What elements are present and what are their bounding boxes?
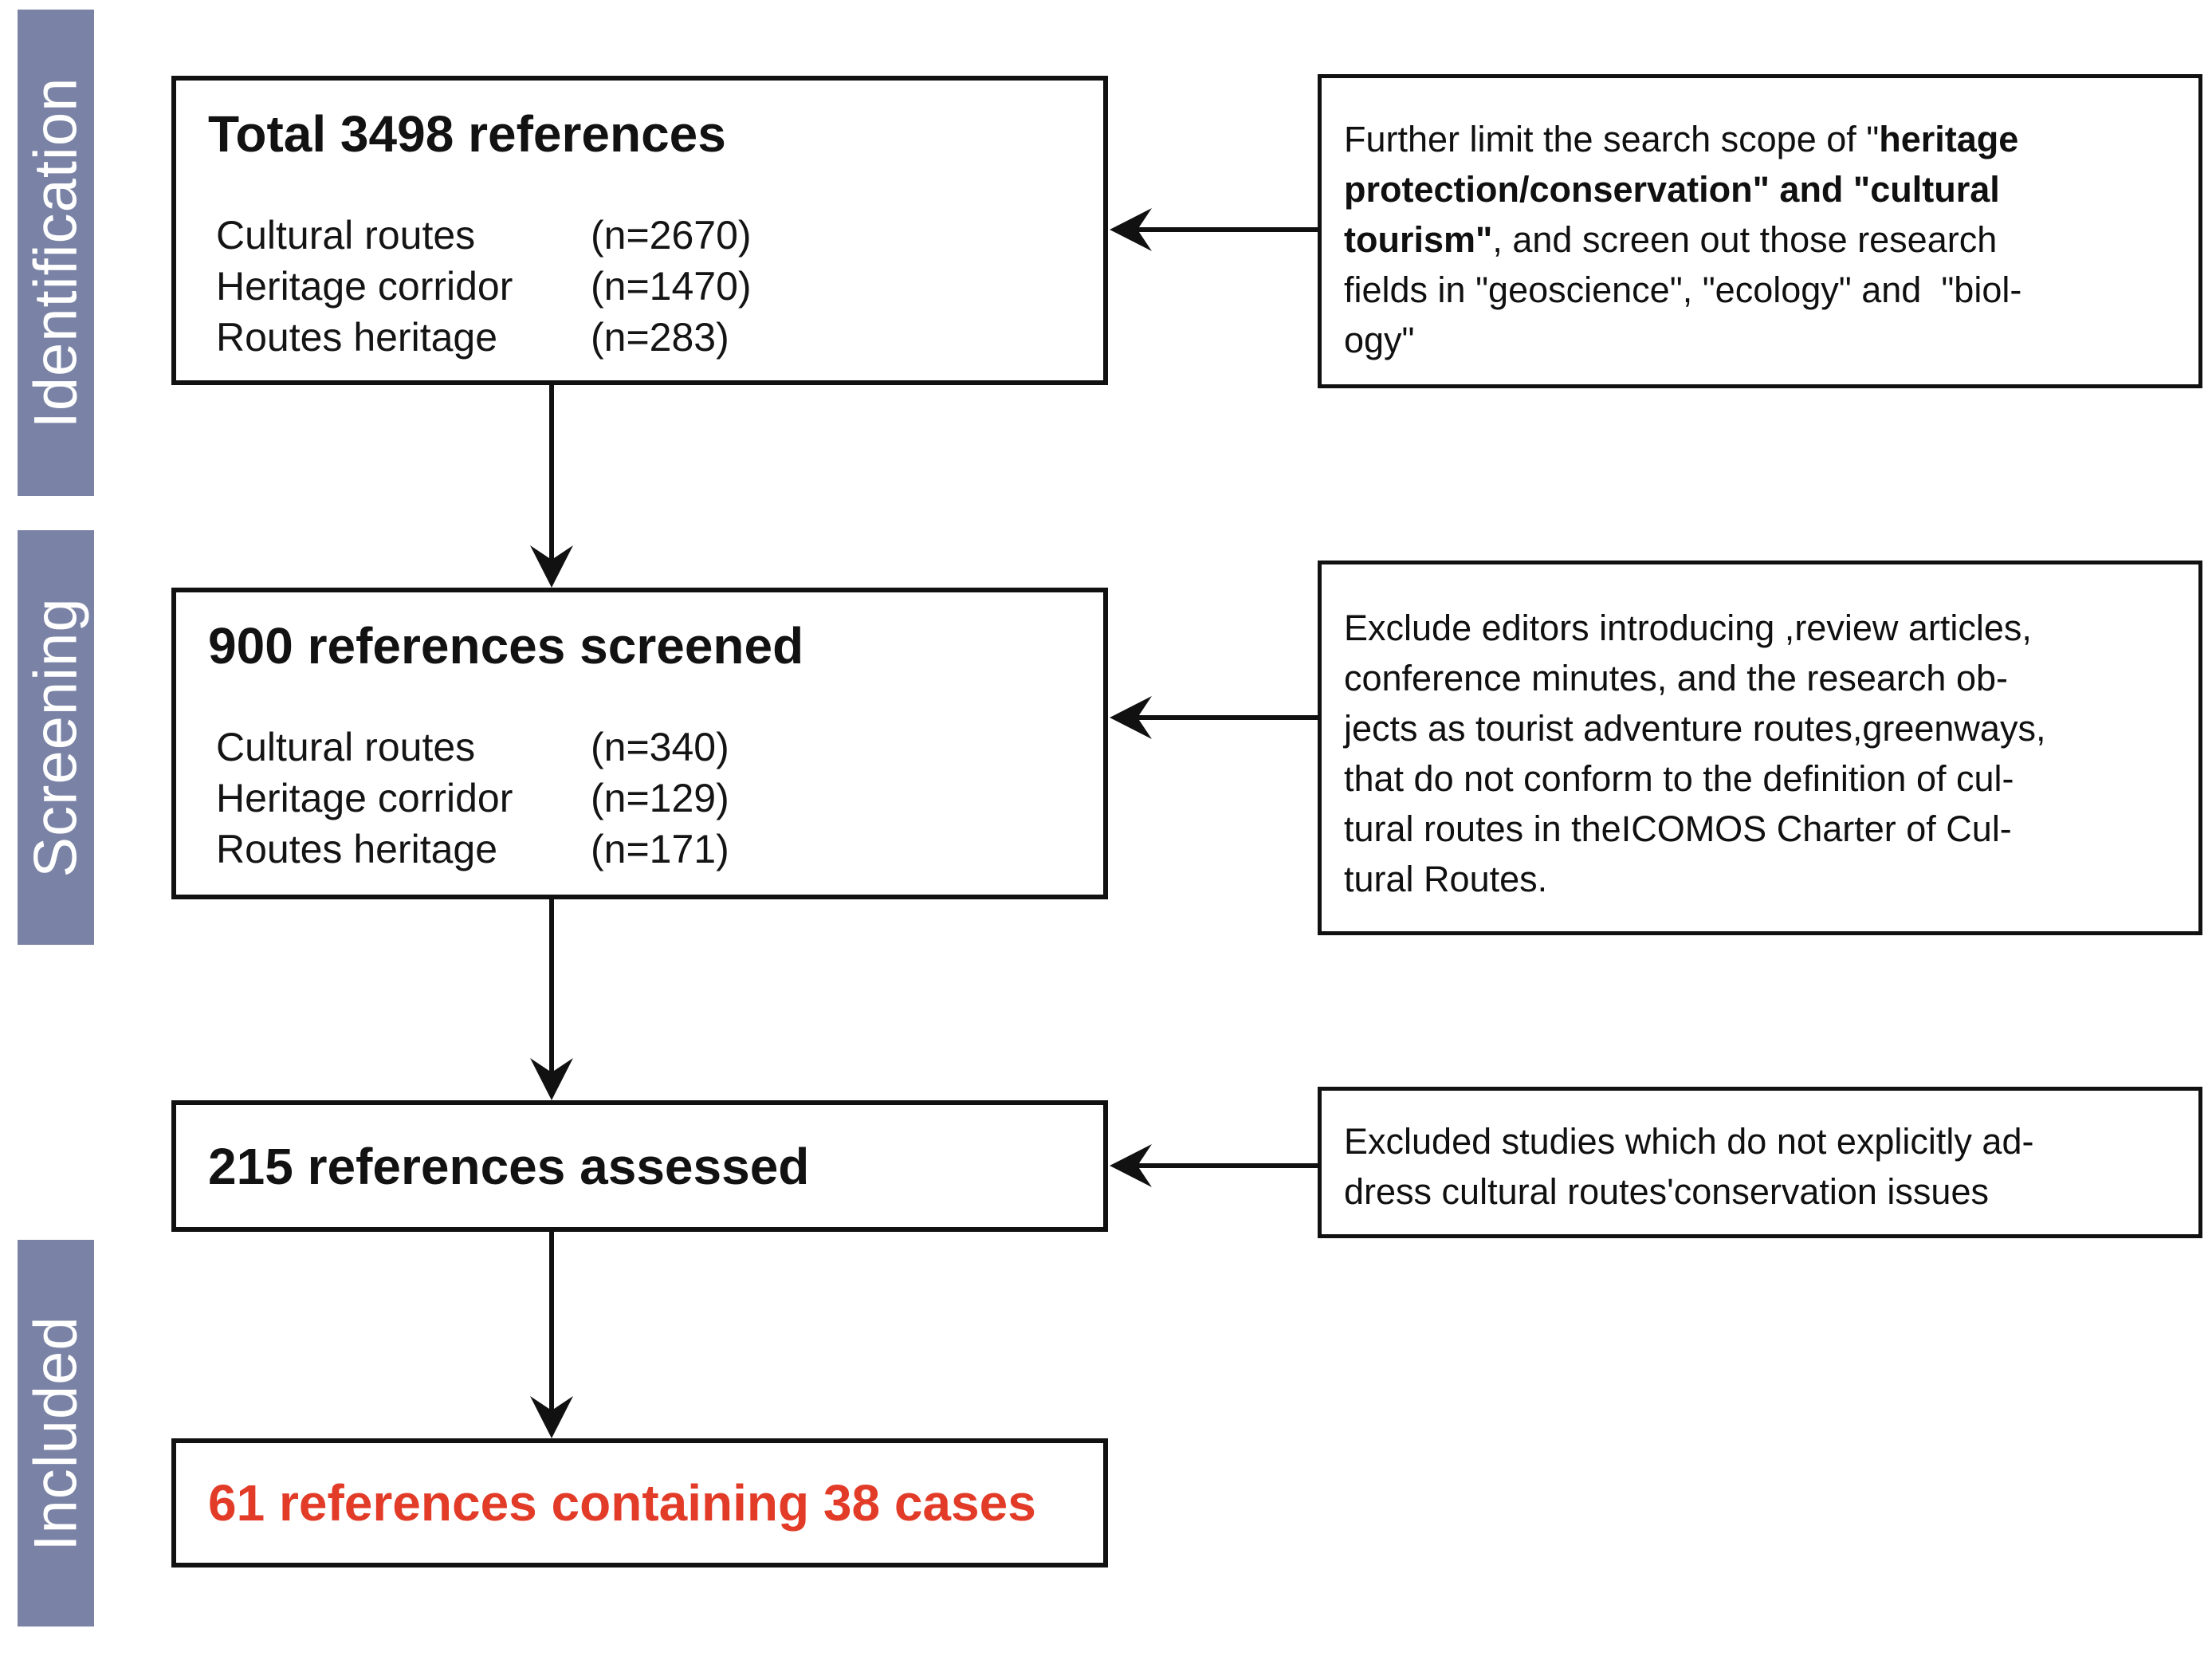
reference-source-label: Cultural routes <box>216 725 476 769</box>
reference-count-row: Routes heritage (n=283) <box>216 312 1087 363</box>
arrow-down-box3-to-box4 <box>530 1232 573 1438</box>
arrow-down-box1-to-box2 <box>530 385 573 588</box>
reference-count-value: (n=1470) <box>591 264 752 309</box>
stage-screening-label: Screening <box>22 597 90 878</box>
reference-count-row: Routes heritage (n=171) <box>216 824 1087 875</box>
stage-identification: Identification <box>18 10 94 496</box>
flow-box-total-references: Total 3498 references Cultural routes (n=… <box>171 76 1108 385</box>
note-line: dress cultural routes'conservation issue… <box>1344 1171 1989 1212</box>
flow-box1-list: Cultural routes(n=2670)Heritage corridor… <box>216 210 1087 363</box>
reference-count-value: (n=2670) <box>591 213 752 258</box>
arrow-left-note1-to-box1 <box>1110 208 1318 251</box>
reference-source-label: Heritage corridor <box>216 776 513 820</box>
note-line: jects as tourist adventure routes,greenw… <box>1344 708 2046 749</box>
note-line: Excluded studies which do not explicitly… <box>1344 1121 2034 1162</box>
stage-screening: Screening <box>18 530 94 945</box>
note-line: that do not conform to the definition of… <box>1344 758 2014 799</box>
note-line: tural Routes. <box>1344 859 1548 899</box>
note-line: tourism", and screen out those research <box>1344 219 1998 260</box>
reference-count-value: (n=340) <box>591 725 729 769</box>
flow-box1-title: Total 3498 references <box>208 105 726 163</box>
flow-box-included-references: 61 references containing 38 cases <box>171 1438 1108 1567</box>
stage-included-label: Included <box>22 1315 90 1552</box>
flow-box-references-screened: 900 references screened Cultural routes (… <box>171 588 1108 899</box>
reference-source-label: Routes heritage <box>216 315 498 360</box>
reference-count-row: Heritage corridor (n=1470) <box>216 261 1087 312</box>
note-line: tural routes in theICOMOS Charter of Cul… <box>1344 808 2012 849</box>
note-line: Exclude editors introducing ,review arti… <box>1344 608 2032 648</box>
note-line: protection/conservation" and "cultural <box>1344 169 2000 210</box>
note-line: ogy" <box>1344 320 1415 360</box>
reference-count-row: Cultural routes (n=340) <box>216 722 1087 773</box>
reference-count-row: Heritage corridor (n=129) <box>216 773 1087 824</box>
flow-box2-list: Cultural routes (n=340) Heritage corridor (… <box>216 722 1087 875</box>
note-box-excluded-studies: Excluded studies which do not explicitly… <box>1318 1087 2202 1238</box>
stage-identification-label: Identification <box>22 77 90 429</box>
reference-count-value: (n=283) <box>591 315 729 360</box>
stage-included: Included <box>18 1240 94 1626</box>
arrow-down-box2-to-box3 <box>530 899 573 1100</box>
note-line: fields in "geoscience", "ecology" and "b… <box>1344 269 2022 310</box>
flow-box4-title: 61 references containing 38 cases <box>208 1474 1036 1532</box>
reference-count-value: (n=171) <box>591 827 729 871</box>
note-box-search-scope: Further limit the search scope of "herit… <box>1318 74 2202 388</box>
note-box-exclude-editors: Exclude editors introducing ,review arti… <box>1318 561 2202 935</box>
reference-source-label: Routes heritage <box>216 827 498 871</box>
flow-box3-title: 215 references assessed <box>208 1137 810 1195</box>
flow-box2-title: 900 references screened <box>208 617 804 675</box>
flow-box-references-assessed: 215 references assessed <box>171 1100 1108 1232</box>
note-line: conference minutes, and the research ob- <box>1344 658 2008 698</box>
reference-source-label: Cultural routes <box>216 213 476 258</box>
reference-count-row: Cultural routes (n=2670) <box>216 210 1087 261</box>
reference-source-label: Heritage corridor <box>216 264 513 309</box>
note-line: Further limit the search scope of "herit… <box>1344 119 2019 159</box>
arrow-left-note3-to-box3 <box>1110 1144 1318 1187</box>
reference-count-value: (n=129) <box>591 776 729 820</box>
arrow-left-note2-to-box2 <box>1110 696 1318 739</box>
